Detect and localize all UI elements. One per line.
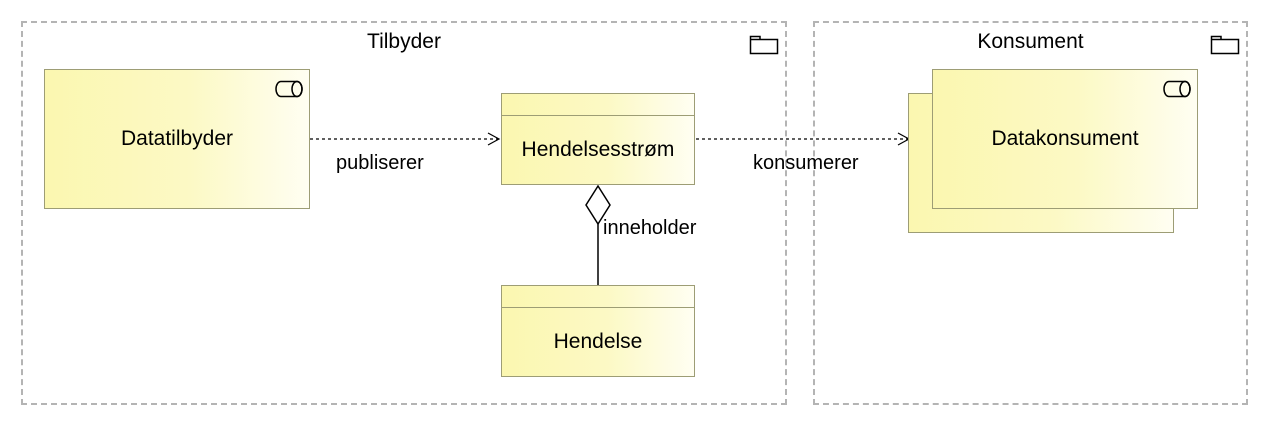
group-tilbyder[interactable]: Tilbyder <box>21 21 787 405</box>
node-label: Datakonsument <box>991 127 1139 150</box>
node-label: Hendelse <box>553 330 643 353</box>
class-header <box>502 286 694 308</box>
consumes-connector[interactable] <box>696 132 911 146</box>
class-header <box>502 94 694 116</box>
folder-icon <box>1210 35 1240 55</box>
node-label: Hendelsesstrøm <box>521 138 675 161</box>
business-role-icon <box>275 80 303 98</box>
node-hendelse[interactable]: Hendelse <box>501 285 695 377</box>
group-title-tilbyder: Tilbyder <box>367 30 441 53</box>
publishes-connector[interactable] <box>310 132 501 146</box>
business-role-icon <box>1163 80 1191 98</box>
label-konsumerer: konsumerer <box>753 152 859 174</box>
label-inneholder: inneholder <box>603 217 697 239</box>
node-datatilbyder[interactable]: Datatilbyder <box>44 69 310 209</box>
node-label: Datatilbyder <box>120 127 234 150</box>
folder-icon <box>749 35 779 55</box>
group-title-konsument: Konsument <box>977 30 1084 53</box>
node-hendelsesstrom[interactable]: Hendelsesstrøm <box>501 93 695 185</box>
contains-connector[interactable] <box>585 184 611 285</box>
node-datakonsument[interactable]: Datakonsument <box>932 69 1198 209</box>
group-konsument[interactable]: Konsument <box>813 21 1248 405</box>
label-publiserer: publiserer <box>336 152 424 174</box>
